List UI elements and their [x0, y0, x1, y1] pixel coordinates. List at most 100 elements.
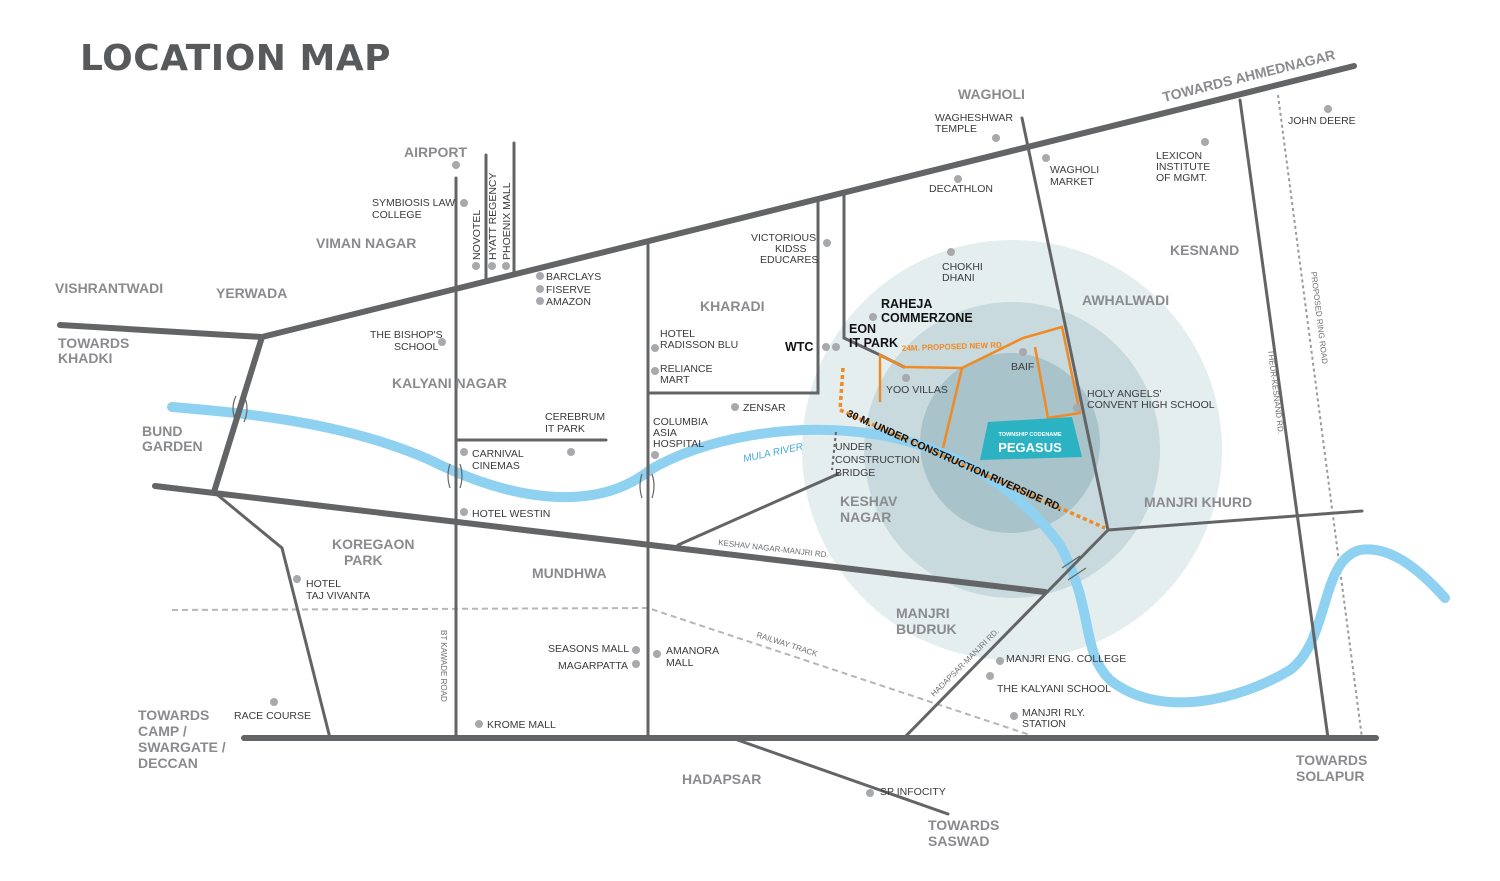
area-manjri-budruk-2: BUDRUK — [896, 621, 957, 637]
road-ahmednagar — [259, 63, 1357, 340]
landmark-raheja[interactable]: RAHEJA — [881, 297, 932, 311]
area-towards-khadki-2: KHADKI — [58, 350, 112, 366]
landmark-wagholi-market-2: MARKET — [1050, 176, 1094, 188]
landmark-holy-angels[interactable]: HOLY ANGELS' — [1087, 388, 1162, 400]
landmark-westin[interactable]: HOTEL WESTIN — [472, 508, 550, 520]
landmark-cerebrum-2: IT PARK — [545, 423, 585, 435]
area-kharadi: KHARADI — [700, 298, 765, 314]
area-yerwada: YERWADA — [216, 285, 287, 301]
landmark-radisson[interactable]: HOTEL — [660, 328, 695, 340]
area-viman-nagar: VIMAN NAGAR — [316, 235, 416, 251]
landmark-barclays[interactable]: BARCLAYS — [546, 271, 601, 283]
landmark-decathlon[interactable]: DECATHLON — [929, 183, 993, 195]
area-towards-camp: TOWARDS — [138, 707, 209, 723]
landmark-manjri-rly[interactable]: MANJRI RLY. — [1022, 707, 1085, 719]
landmark-hyatt[interactable]: HYATT REGENCY — [487, 172, 499, 260]
landmark-taj[interactable]: HOTEL — [306, 578, 341, 590]
area-manjri-budruk: MANJRI — [896, 605, 950, 621]
landmark-victorious-2: KIDSS — [775, 243, 807, 255]
road-bund-garden — [211, 334, 265, 495]
area-awhalwadi: AWHALWADI — [1082, 292, 1169, 308]
landmark-manjri-rly-2: STATION — [1022, 718, 1066, 730]
landmark-bishops[interactable]: THE BISHOP'S — [370, 329, 443, 341]
landmark-chokhi-dhani[interactable]: CHOKHI — [942, 261, 983, 273]
landmark-bridge-2: CONSTRUCTION — [835, 454, 920, 466]
landmark-reliance-2: MART — [660, 374, 690, 386]
landmark-columbia[interactable]: COLUMBIA — [653, 416, 708, 428]
landmark-seasons-mall[interactable]: SEASONS MALL — [548, 643, 629, 655]
landmark-zensar[interactable]: ZENSAR — [743, 402, 786, 414]
road-theur-kesnand — [1238, 98, 1330, 740]
road-khadki — [57, 322, 265, 340]
area-airport: AIRPORT — [404, 144, 467, 160]
landmark-victorious[interactable]: VICTORIOUS — [751, 232, 816, 244]
landmark-phoenix[interactable]: PHOENIX MALL — [501, 182, 513, 260]
area-keshav-nagar-2: NAGAR — [840, 509, 891, 525]
area-koregaon-park: KOREGAON — [332, 536, 414, 552]
landmark-lexicon-3: OF MGMT. — [1156, 172, 1207, 184]
area-towards-camp-4: DECCAN — [138, 755, 198, 771]
landmark-fiserve[interactable]: FISERVE — [546, 284, 591, 296]
landmark-sp-infocity[interactable]: SP INFOCITY — [880, 786, 946, 798]
area-towards-saswad-2: SASWAD — [928, 833, 989, 849]
landmark-eon-2: IT PARK — [849, 336, 898, 350]
landmark-bridge: UNDER — [835, 441, 873, 453]
landmark-novotel[interactable]: NOVOTEL — [471, 210, 483, 260]
landmark-holy-angels-2: CONVENT HIGH SCHOOL — [1087, 399, 1215, 411]
landmark-bridge-3: BRIDGE — [835, 467, 875, 479]
landmark-race-course[interactable]: RACE COURSE — [234, 710, 311, 722]
landmark-reliance[interactable]: RELIANCE — [660, 363, 713, 375]
landmark-kalyani-school[interactable]: THE KALYANI SCHOOL — [997, 683, 1111, 695]
road-label-theur-kesnand: THEUR-KESNAND RD. — [1266, 349, 1285, 434]
landmark-amazon[interactable]: AMAZON — [546, 296, 591, 308]
landmark-carnival[interactable]: CARNIVAL — [472, 448, 524, 460]
project-pegasus[interactable] — [980, 417, 1082, 460]
landmark-john-deere[interactable]: JOHN DEERE — [1288, 115, 1356, 127]
page-title: LOCATION MAP — [80, 38, 392, 79]
area-vishrantwadi: VISHRANTWADI — [55, 280, 163, 296]
area-towards-saswad: TOWARDS — [928, 817, 999, 833]
area-hadapsar: HADAPSAR — [682, 771, 761, 787]
proposed-new-road — [878, 325, 1082, 420]
landmark-wagholi-market[interactable]: WAGHOLI — [1050, 164, 1099, 176]
landmark-chokhi-dhani-2: DHANI — [942, 272, 975, 284]
area-keshav-nagar: KESHAV — [840, 493, 898, 509]
area-towards-khadki: TOWARDS — [58, 335, 129, 351]
landmark-radisson-2: RADISSON BLU — [660, 339, 738, 351]
landmark-dots — [270, 105, 1332, 797]
railway-track — [171, 606, 1031, 736]
area-bund-garden-2: GARDEN — [142, 438, 203, 454]
road-label-mula-river: MULA RIVER — [742, 442, 804, 465]
area-kesnand: KESNAND — [1170, 242, 1239, 258]
landmark-lexicon[interactable]: LEXICON — [1156, 150, 1202, 162]
area-towards-camp-3: SWARGATE / — [138, 739, 226, 755]
landmark-carnival-2: CINEMAS — [472, 460, 520, 472]
landmark-wagheshwar[interactable]: WAGHESHWAR — [935, 112, 1013, 124]
area-mundhwa: MUNDHWA — [532, 565, 607, 581]
road-koregaon-manjri — [152, 483, 1048, 595]
landmark-manjri-eng[interactable]: MANJRI ENG. COLLEGE — [1006, 653, 1126, 665]
area-manjri-khurd: MANJRI KHURD — [1144, 494, 1252, 510]
landmark-wtc[interactable]: WTC — [785, 340, 813, 354]
landmark-magarpatta[interactable]: MAGARPATTA — [558, 660, 628, 672]
landmark-yoo-villas[interactable]: YOO VILLAS — [886, 384, 948, 396]
area-towards-solapur: TOWARDS — [1296, 752, 1367, 768]
road-hadapsar-manjri — [902, 528, 1110, 740]
landmark-cerebrum[interactable]: CEREBRUM — [545, 411, 605, 423]
proposed-ring-road — [1277, 94, 1363, 739]
project-tag: TOWNSHIP CODENAME — [998, 432, 1061, 438]
landmark-baif[interactable]: BAIF — [1011, 361, 1034, 373]
landmark-amanora[interactable]: AMANORA — [666, 645, 719, 657]
landmark-krome-mall[interactable]: KROME MALL — [487, 719, 556, 731]
landmark-eon[interactable]: EON — [849, 322, 876, 336]
mula-river — [167, 402, 1450, 708]
landmark-columbia-2: ASIA — [653, 427, 677, 439]
landmark-amanora-2: MALL — [666, 657, 694, 669]
riverside-road — [839, 408, 1106, 530]
landmark-symbiosis[interactable]: SYMBIOSIS LAW — [372, 197, 455, 209]
road-label-ring: PROPOSED RING ROAD — [1309, 271, 1329, 365]
area-towards-camp-2: CAMP / — [138, 723, 187, 739]
project-name: PEGASUS — [998, 440, 1062, 455]
road-label-proposed-new: 24M. PROPOSED NEW RD. — [902, 340, 1005, 353]
